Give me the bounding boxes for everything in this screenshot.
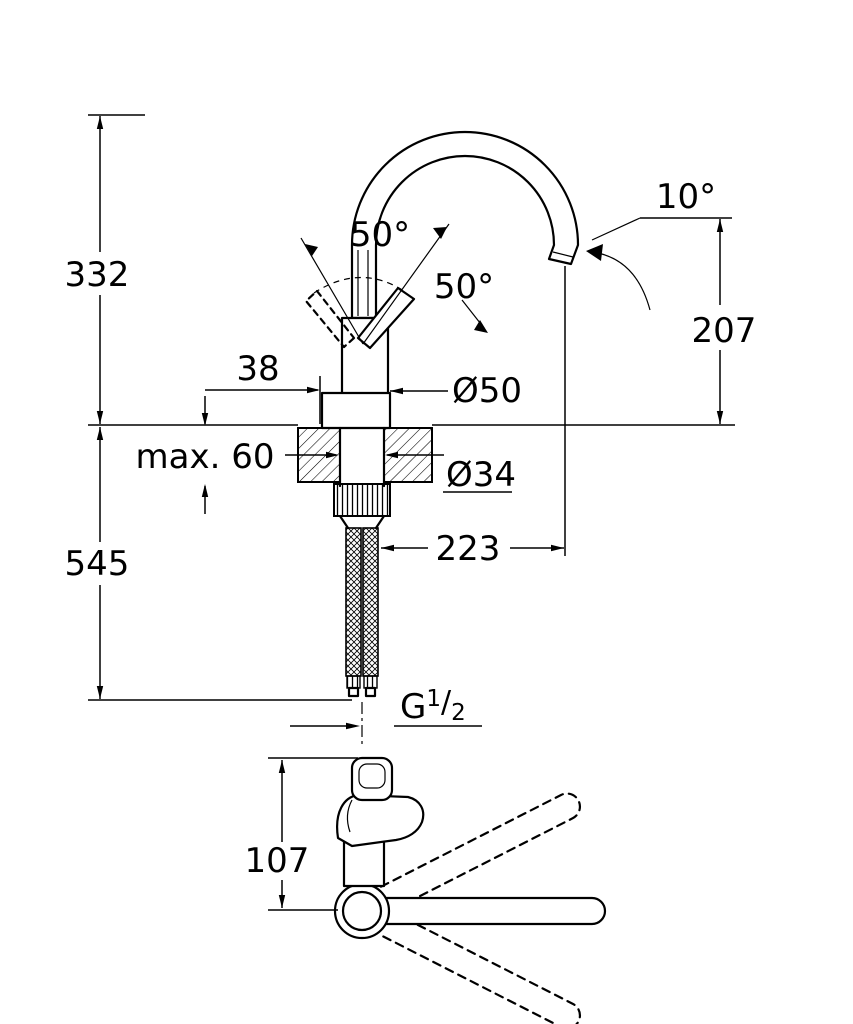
dim-207-label: 207 bbox=[692, 311, 757, 351]
dim-d34-label: Ø34 bbox=[446, 455, 516, 495]
dim-d50-label: Ø50 bbox=[452, 371, 522, 411]
dimension-107: 107 bbox=[245, 757, 358, 911]
hose-fitting-right bbox=[363, 675, 378, 689]
dimension-d50: Ø50 bbox=[390, 371, 522, 411]
spout-arm-plan bbox=[360, 896, 607, 926]
faucet-front-view bbox=[297, 130, 580, 748]
dim-50deg-left-label: 50° bbox=[350, 215, 410, 255]
dim-max60-label: max. 60 bbox=[136, 437, 275, 477]
spout-swivel-dashed-down bbox=[379, 911, 582, 1024]
faucet-plan-view bbox=[333, 756, 607, 1024]
dimension-10deg: 10° bbox=[586, 177, 716, 311]
angle-arrowhead-left bbox=[305, 244, 318, 256]
handle-lever-plan bbox=[336, 793, 425, 848]
dimension-50deg-left: 50° bbox=[350, 215, 410, 255]
handle-cap-plan-detail bbox=[358, 763, 386, 789]
hose-tip-right bbox=[364, 686, 377, 698]
spout-outlet-detail bbox=[552, 251, 574, 258]
dim-10deg-label: 10° bbox=[656, 177, 716, 217]
dim-223-label: 223 bbox=[436, 529, 501, 569]
nut-transition bbox=[338, 514, 350, 530]
dimension-d34: Ø34 bbox=[443, 455, 516, 495]
handle-motion-arc bbox=[313, 276, 405, 294]
dimension-545: 545 bbox=[65, 424, 352, 701]
spout-swivel-dashed-up bbox=[379, 792, 582, 911]
dimension-50deg-right: 50° bbox=[434, 267, 494, 307]
spout-arc bbox=[350, 130, 580, 320]
dimension-38: 38 bbox=[205, 349, 321, 424]
dim-332-label: 332 bbox=[65, 255, 130, 295]
hose-tip-left bbox=[347, 686, 360, 698]
handle-lever-plan-detail bbox=[346, 799, 353, 833]
hose-fitting-left bbox=[346, 675, 361, 689]
dim-107-label: 107 bbox=[245, 841, 310, 881]
dimension-223: 223 bbox=[381, 266, 566, 569]
swivel-base-inner bbox=[341, 890, 383, 932]
dimension-max60: max. 60 bbox=[136, 396, 444, 514]
body-neck-plan bbox=[342, 838, 386, 888]
supply-hose-left bbox=[345, 527, 362, 677]
angle-ref-line-right bbox=[362, 223, 450, 345]
mounting-nut bbox=[333, 483, 391, 517]
nut-transition bbox=[374, 514, 386, 530]
dim-thread-label: G1/2 bbox=[400, 685, 466, 727]
handle-cap-plan bbox=[350, 756, 394, 802]
dim-38-label: 38 bbox=[236, 349, 279, 389]
dimension-207: 207 bbox=[432, 217, 757, 426]
dimension-thread-g12: G1/2 bbox=[290, 685, 482, 730]
angle-arrowhead-right bbox=[433, 227, 447, 239]
faucet-base bbox=[320, 391, 392, 430]
dim-545-label: 545 bbox=[65, 544, 130, 584]
handle-leader-arrowhead bbox=[474, 320, 488, 333]
dimension-332: 332 bbox=[65, 114, 145, 424]
supply-hose-right bbox=[362, 527, 379, 677]
dim-50deg-right-label: 50° bbox=[434, 267, 494, 307]
angle-ref-line-left bbox=[300, 237, 364, 345]
